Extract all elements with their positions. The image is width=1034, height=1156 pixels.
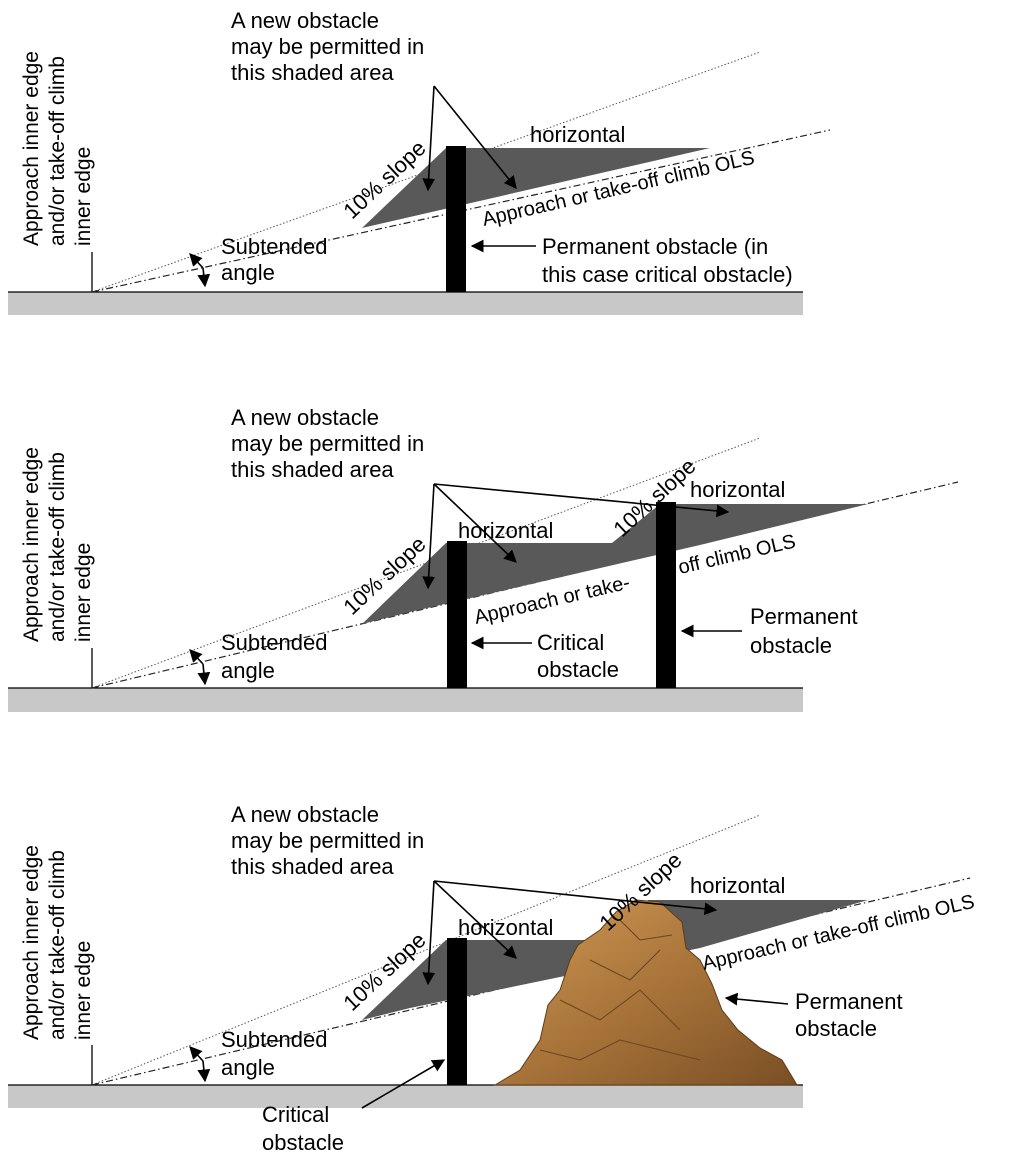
inner-edge-label: Approach inner edge and/or take-off clim… [20, 441, 95, 642]
critical-obstacle-post [447, 938, 467, 1085]
horizontal-label-2: horizontal [690, 477, 785, 502]
rock-permanent-obstacle [493, 899, 798, 1086]
note-arrow-1 [422, 85, 436, 192]
panel-2: Approach inner edge and/or take-off clim… [8, 405, 959, 712]
ground [8, 1085, 803, 1108]
note-arrow-1 [422, 880, 436, 986]
shaded-area-note: A new obstacle may be permitted in this … [231, 8, 430, 85]
shaded-area-note: A new obstacle may be permitted in this … [231, 802, 430, 879]
horizontal-label-1: horizontal [458, 915, 553, 940]
angle-arrow-up [189, 649, 204, 665]
critical-label: Critical obstacle [537, 630, 619, 682]
angle-arrow-down [197, 663, 211, 686]
note-arrow-2 [433, 880, 517, 959]
permanent-label: Permanent obstacle [795, 989, 909, 1041]
shaded-area-1 [362, 504, 868, 624]
note-arrow-2 [433, 85, 517, 189]
ground [8, 688, 803, 712]
subtended-angle-label: Subtended angle [221, 630, 334, 683]
permanent-obstacle-post [656, 502, 676, 688]
permanent-label: Permanent obstacle [750, 604, 864, 658]
horizontal-label-1: horizontal [458, 518, 553, 543]
panel-3: Approach inner edge and/or take-off clim… [8, 802, 977, 1155]
panel-1: Approach inner edge and/or take-off clim… [8, 8, 831, 315]
critical-label: Critical obstacle [262, 1102, 344, 1155]
ground [8, 292, 803, 315]
note-arrow-2 [433, 483, 517, 563]
shaded-area-note: A new obstacle may be permitted in this … [231, 405, 430, 482]
angle-arrow-down [197, 1060, 211, 1083]
critical-arrow [361, 1059, 446, 1109]
horizontal-label-2: horizontal [690, 873, 785, 898]
horizontal-label: horizontal [530, 122, 625, 147]
critical-obstacle-post [447, 541, 467, 688]
obstacle-label: Permanent obstacle (in this case critica… [542, 234, 793, 287]
subtended-angle-label: Subtended angle [221, 1027, 334, 1080]
subtended-angle-line [91, 814, 761, 1086]
angle-arrow-down [197, 267, 211, 288]
note-arrow-3 [433, 880, 718, 916]
inner-edge-label: Approach inner edge and/or take-off clim… [20, 45, 95, 246]
subtended-angle-label: Subtended angle [221, 234, 334, 285]
permanent-arrow [724, 992, 789, 1006]
note-arrow-3 [433, 483, 730, 518]
angle-arrow-up [189, 1046, 204, 1062]
rock-texture [539, 919, 701, 1061]
inner-edge-label: Approach inner edge and/or take-off clim… [20, 839, 95, 1040]
note-arrow-1 [422, 483, 436, 590]
angle-arrow-up [189, 253, 204, 269]
critical-obstacle-post [446, 146, 466, 292]
